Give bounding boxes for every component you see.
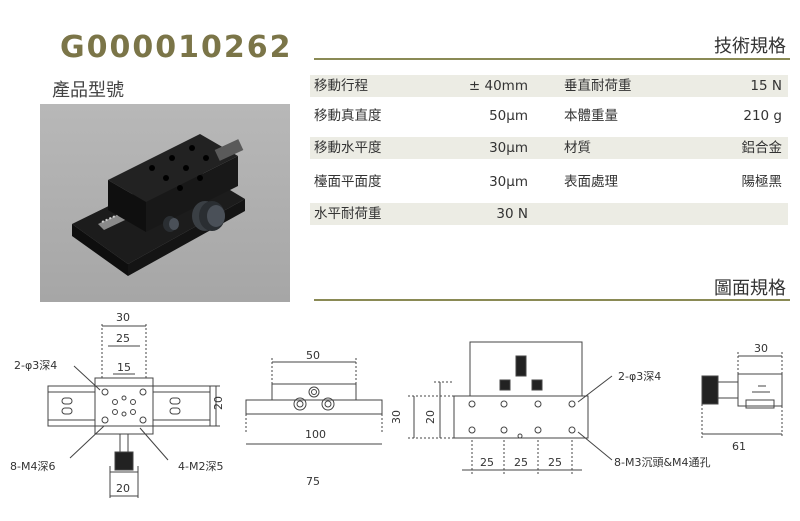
- dim-100-front: 100: [305, 428, 326, 441]
- spec-label: 移動行程: [314, 78, 368, 94]
- spec-label: 材質: [564, 140, 591, 156]
- spec-row: 移動水平度 30μm 材質 鋁合金: [310, 137, 788, 159]
- model-code: G000010262: [60, 30, 293, 65]
- dim-20-bottom: 20: [116, 482, 130, 495]
- drawing-spec-rule: [314, 299, 790, 301]
- callout-holes-3: 2-φ3深4: [14, 359, 57, 372]
- dim-30-top: 30: [116, 311, 130, 324]
- dim-61-end: 61: [732, 440, 746, 453]
- spec-label: 檯面平面度: [314, 174, 382, 190]
- callout-m2: 4-M2深5: [178, 460, 223, 473]
- spec-value: 15 N: [750, 78, 782, 94]
- dim-75-front: 75: [306, 475, 320, 488]
- dim-25-top: 25: [116, 332, 130, 345]
- spec-row: 移動真直度 50μm 本體重量 210 g: [310, 105, 788, 127]
- dim-15-top: 15: [117, 361, 131, 374]
- drawings-svg: 30 25 15 20 20 2-φ3深4 8-M4深6 4-M2深5 50 1…: [10, 311, 783, 498]
- dim-30-end: 30: [754, 342, 768, 355]
- dim-25c: 25: [548, 456, 562, 469]
- dim-20-side-view: 20: [424, 410, 437, 424]
- spec-value: 鋁合金: [741, 140, 783, 156]
- spec-value: 30μm: [489, 140, 528, 156]
- spec-label: 移動真直度: [314, 108, 382, 124]
- stage-render-image: [72, 134, 245, 276]
- spec-row: 水平耐荷重 30 N: [310, 203, 788, 225]
- dim-20-side: 20: [212, 396, 225, 410]
- spec-label: 本體重量: [564, 108, 618, 124]
- product-model-label: 產品型號: [52, 80, 124, 101]
- spec-label: 移動水平度: [314, 140, 382, 156]
- tech-spec-title: 技術規格: [714, 36, 786, 57]
- dim-25a: 25: [480, 456, 494, 469]
- tech-spec-rule: [314, 58, 790, 60]
- callout-m4: 8-M4深6: [10, 460, 55, 473]
- spec-row: 檯面平面度 30μm 表面處理 陽極黑: [310, 171, 788, 193]
- dim-30-side: 30: [390, 410, 403, 424]
- spec-row: 移動行程 ± 40mm 垂直耐荷重 15 N: [310, 75, 788, 97]
- spec-value: ± 40mm: [468, 78, 528, 94]
- side-callout-holes: 2-φ3深4: [618, 370, 661, 383]
- spec-value: 210 g: [743, 108, 782, 124]
- spec-value: 30μm: [489, 174, 528, 190]
- side-callout-m3: 8-M3沉頭&M4通孔: [614, 456, 711, 469]
- spec-value: 50μm: [489, 108, 528, 124]
- spec-value: 陽極黑: [741, 174, 783, 190]
- spec-value: 30 N: [496, 206, 528, 222]
- technical-drawings: 30 25 15 20 20 2-φ3深4 8-M4深6 4-M2深5 50 1…: [0, 304, 800, 517]
- dim-50-front: 50: [306, 349, 320, 362]
- spec-label: 垂直耐荷重: [564, 78, 632, 94]
- product-photo: [40, 104, 290, 302]
- drawing-spec-title: 圖面規格: [714, 278, 786, 299]
- spec-label: 水平耐荷重: [314, 206, 382, 222]
- dim-25b: 25: [514, 456, 528, 469]
- spec-label: 表面處理: [564, 174, 618, 190]
